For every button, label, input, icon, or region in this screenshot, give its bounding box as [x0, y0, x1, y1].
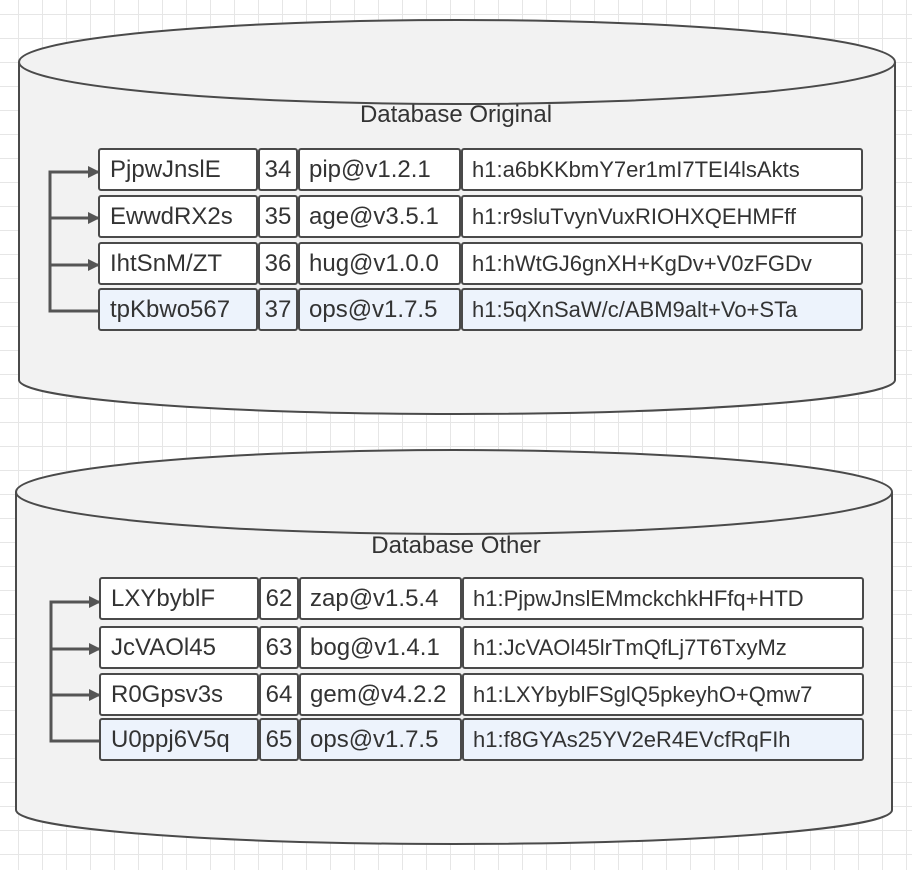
record-number: 35 — [258, 195, 298, 238]
record-number: 36 — [258, 242, 298, 285]
record-package: age@v3.5.1 — [298, 195, 461, 238]
database-other: Database Other LXYbyblF 62 zap@v1.5.4 h1… — [0, 430, 912, 870]
database-original: Database Original PjpwJnslE 34 pip@v1.2.… — [0, 0, 912, 430]
record-package: bog@v1.4.1 — [299, 626, 462, 669]
database-title: Database Other — [371, 532, 541, 559]
record-package: ops@v1.7.5 — [299, 718, 462, 761]
record-hash: h1:r9sluTvynVuxRIOHXQEHMFff — [461, 195, 863, 238]
record-number: 62 — [259, 577, 299, 620]
chain-arrows — [48, 166, 100, 313]
record-package: hug@v1.0.0 — [298, 242, 461, 285]
record-package: pip@v1.2.1 — [298, 148, 461, 191]
record-number: 64 — [259, 673, 299, 716]
record-hash: h1:a6bKKbmY7er1mI7TEI4lsAkts — [461, 148, 863, 191]
arrowhead-icon — [88, 212, 100, 224]
record-number: 63 — [259, 626, 299, 669]
database-title: Database Original — [359, 101, 553, 128]
record-hash: h1:hWtGJ6gnXH+KgDv+V0zFGDv — [461, 242, 863, 285]
record-hash: h1:JcVAOl45lrTmQfLj7T6TxyMz — [462, 626, 864, 669]
record-hash: h1:PjpwJnslEMmckchkHFfq+HTD — [462, 577, 864, 620]
record-id: JcVAOl45 — [99, 626, 259, 669]
chain-arrows — [49, 596, 101, 743]
record-package: ops@v1.7.5 — [298, 288, 461, 331]
record-number: 34 — [258, 148, 298, 191]
arrowhead-icon — [89, 689, 101, 701]
record-hash: h1:5qXnSaW/c/ABM9alt+Vo+STa — [461, 288, 863, 331]
record-package: zap@v1.5.4 — [299, 577, 462, 620]
arrowhead-icon — [88, 259, 100, 271]
record-id: PjpwJnslE — [98, 148, 258, 191]
record-package: gem@v4.2.2 — [299, 673, 462, 716]
record-id: EwwdRX2s — [98, 195, 258, 238]
arrowhead-icon — [89, 596, 101, 608]
record-id: tpKbwo567 — [98, 288, 258, 331]
arrowhead-icon — [88, 166, 100, 178]
record-hash: h1:f8GYAs25YV2eR4EVcfRqFIh — [462, 718, 864, 761]
record-number: 65 — [259, 718, 299, 761]
record-id: R0Gpsv3s — [99, 673, 259, 716]
record-id: LXYbyblF — [99, 577, 259, 620]
record-id: IhtSnM/ZT — [98, 242, 258, 285]
record-id: U0ppj6V5q — [99, 718, 259, 761]
record-hash: h1:LXYbyblFSglQ5pkeyhO+Qmw7 — [462, 673, 864, 716]
record-number: 37 — [258, 288, 298, 331]
arrowhead-icon — [89, 643, 101, 655]
